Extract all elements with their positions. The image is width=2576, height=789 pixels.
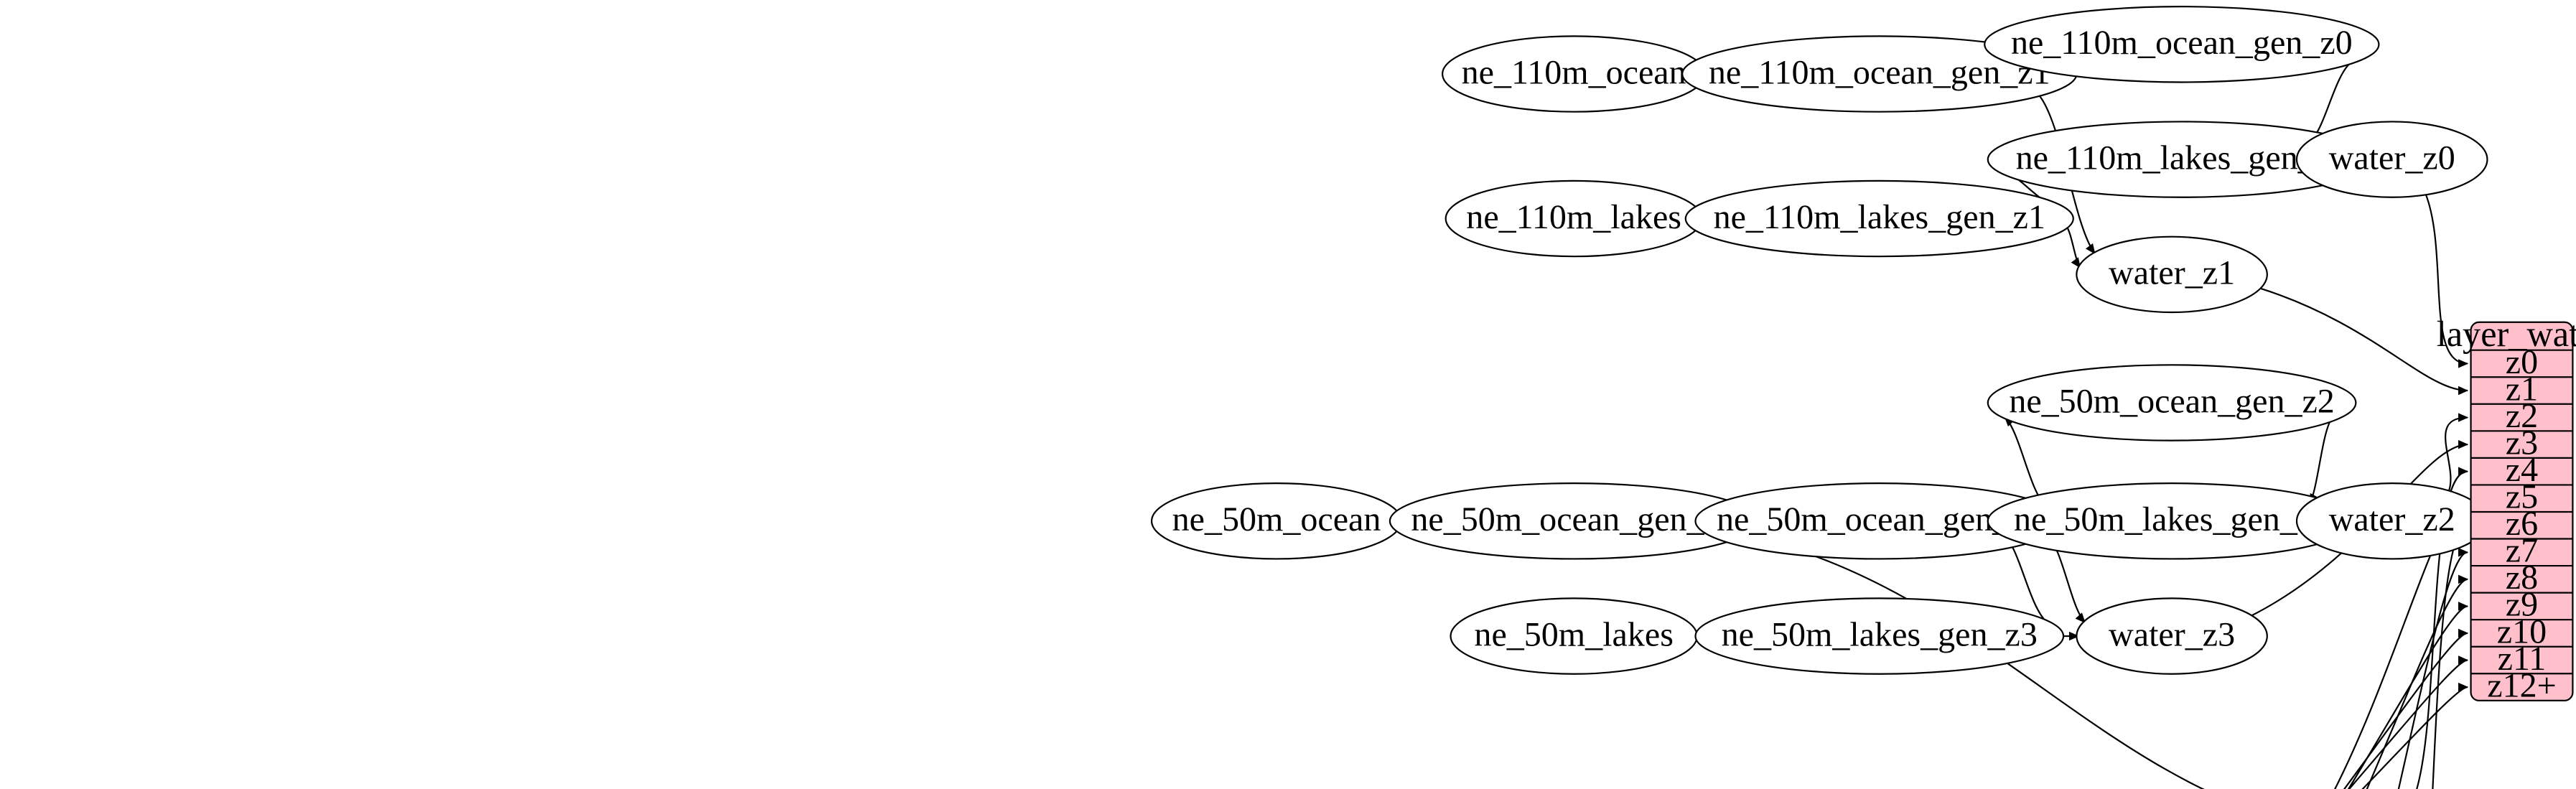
edge-water_z1-to-layer_water.z1 xyxy=(2259,288,2470,401)
node-label-ne_110m_lakes_gen_z0: ne_110m_lakes_gen_z0 xyxy=(2016,139,2348,177)
layer-water-row-z12p[interactable]: z12+ xyxy=(2487,666,2556,704)
layer-water-row-z4[interactable]: z4 xyxy=(2506,451,2538,489)
node-ne_110m_lakes_gen_z0[interactable]: ne_110m_lakes_gen_z0 xyxy=(1988,121,2376,197)
node-label-ne_50m_ocean_gen_z2: ne_50m_ocean_gen_z2 xyxy=(2009,382,2334,420)
node-ne_50m_lakes_gen_z2[interactable]: ne_50m_lakes_gen_z2 xyxy=(1988,483,2356,559)
layer-water-table-header: layer_water xyxy=(2437,314,2576,354)
layer-water-table[interactable]: layer_waterz0z1z2z3z4z5z6z7z8z9z10z11z12… xyxy=(2437,314,2576,704)
node-shape-ne_50m_ocean_gen_z2 xyxy=(1988,365,2356,440)
node-label-ne_50m_ocean_gen_z4: ne_50m_ocean_gen_z4 xyxy=(1411,500,1736,538)
layer-water-row-z0[interactable]: z0 xyxy=(2506,343,2538,381)
node-shape-ne_110m_ocean_gen_z0 xyxy=(1984,6,2379,82)
layer-water-row-z6[interactable]: z6 xyxy=(2506,505,2538,543)
node-label-ne_110m_lakes_gen_z1: ne_110m_lakes_gen_z1 xyxy=(1714,198,2045,236)
node-ne_50m_ocean[interactable]: ne_50m_ocean xyxy=(1152,483,1401,559)
layer-water-row-z10[interactable]: z10 xyxy=(2497,612,2547,650)
edge-water_z12-to-layer_water.z12p xyxy=(737,677,2470,789)
node-label-water_z0: water_z0 xyxy=(2329,139,2455,177)
node-ne_110m_ocean_gen_z1[interactable]: ne_110m_ocean_gen_z1 xyxy=(1682,36,2076,111)
node-water_z2[interactable]: water_z2 xyxy=(2297,483,2487,559)
node-ne_50m_lakes_gen_z3[interactable]: ne_50m_lakes_gen_z3 xyxy=(1695,598,2063,673)
node-label-ne_50m_lakes_gen_z2: ne_50m_lakes_gen_z2 xyxy=(2014,500,2330,538)
node-layer: imposm3osm_water_polygonosm_ocean_polygo… xyxy=(0,6,2487,789)
edge-ne_110m_lakes_gen_z1-to-water_z1 xyxy=(2059,225,2081,269)
edge-water_z8-to-layer_water.z8 xyxy=(1936,569,2470,789)
node-label-water_z3: water_z3 xyxy=(2109,615,2235,653)
edge-water_z9-to-layer_water.z9 xyxy=(1639,596,2470,789)
node-label-water_z1: water_z1 xyxy=(2109,254,2235,292)
edge-water_z11-to-layer_water.z11 xyxy=(1050,650,2470,789)
layer-water-row-z9[interactable]: z9 xyxy=(2506,586,2538,624)
node-ne_50m_ocean_gen_z3[interactable]: ne_50m_ocean_gen_z3 xyxy=(1695,483,2063,559)
node-water_z1[interactable]: water_z1 xyxy=(2076,237,2267,312)
node-label-ne_50m_lakes: ne_50m_lakes xyxy=(1474,615,1673,653)
layer-water-row-z11[interactable]: z11 xyxy=(2498,640,2547,678)
node-shape-water_z3 xyxy=(2076,598,2267,673)
node-ne_110m_ocean_gen_z0[interactable]: ne_110m_ocean_gen_z0 xyxy=(1984,6,2379,82)
node-label-ne_110m_lakes: ne_110m_lakes xyxy=(1466,198,1681,236)
layer-water-row-z7[interactable]: z7 xyxy=(2506,532,2538,570)
layer-water-row-z1[interactable]: z1 xyxy=(2506,370,2538,408)
node-shape-ne_110m_lakes_gen_z1 xyxy=(1686,181,2073,256)
node-label-ne_50m_ocean: ne_50m_ocean xyxy=(1172,500,1381,538)
node-label-ne_110m_ocean_gen_z1: ne_110m_ocean_gen_z1 xyxy=(1709,53,2050,91)
layer-water-row-z8[interactable]: z8 xyxy=(2506,559,2538,597)
node-ne_50m_ocean_gen_z4[interactable]: ne_50m_ocean_gen_z4 xyxy=(1390,483,1758,559)
node-ne_110m_ocean[interactable]: ne_110m_ocean xyxy=(1442,36,1705,111)
node-label-ne_50m_lakes_gen_z3: ne_50m_lakes_gen_z3 xyxy=(1722,615,2038,653)
edge-water_z4-to-layer_water.z4 xyxy=(2412,461,2470,789)
node-shape-water_z1 xyxy=(2076,237,2267,312)
edge-water_z10-to-layer_water.z10 xyxy=(1354,623,2470,789)
node-water_z3[interactable]: water_z3 xyxy=(2076,598,2267,673)
node-shape-ne_50m_lakes_gen_z3 xyxy=(1695,598,2063,673)
edge-ne_50m_ocean_gen_z3-to-ne_50m_ocean_gen_z2 xyxy=(2005,415,2046,507)
node-ne_110m_lakes_gen_z1[interactable]: ne_110m_lakes_gen_z1 xyxy=(1686,181,2073,256)
node-ne_50m_ocean_gen_z2[interactable]: ne_50m_ocean_gen_z2 xyxy=(1988,365,2356,440)
node-water_z0[interactable]: water_z0 xyxy=(2297,121,2487,197)
layer-water-row-z5[interactable]: z5 xyxy=(2506,478,2538,516)
node-ne_50m_lakes[interactable]: ne_50m_lakes xyxy=(1451,598,1697,673)
edge-water_z7-to-layer_water.z7 xyxy=(2206,542,2470,789)
edge-ne_50m_ocean_gen_z4-to-water_z4 xyxy=(1742,535,2305,789)
node-ne_110m_lakes[interactable]: ne_110m_lakes xyxy=(1446,181,1702,256)
layer-water-row-z3[interactable]: z3 xyxy=(2506,424,2538,462)
layer-water-row-z2[interactable]: z2 xyxy=(2506,397,2538,435)
node-label-water_z2: water_z2 xyxy=(2329,500,2455,538)
node-label-ne_110m_ocean_gen_z0: ne_110m_ocean_gen_z0 xyxy=(2011,24,2353,62)
node-label-ne_110m_ocean: ne_110m_ocean xyxy=(1462,53,1686,91)
node-shape-water_z0 xyxy=(2297,121,2487,197)
edge-ne_50m_ocean_gen_z2-to-water_z2 xyxy=(2310,420,2330,505)
edge-water_z6-to-layer_water.z6 xyxy=(2404,515,2470,789)
edge-water_z0-to-layer_water.z0 xyxy=(2426,194,2470,374)
